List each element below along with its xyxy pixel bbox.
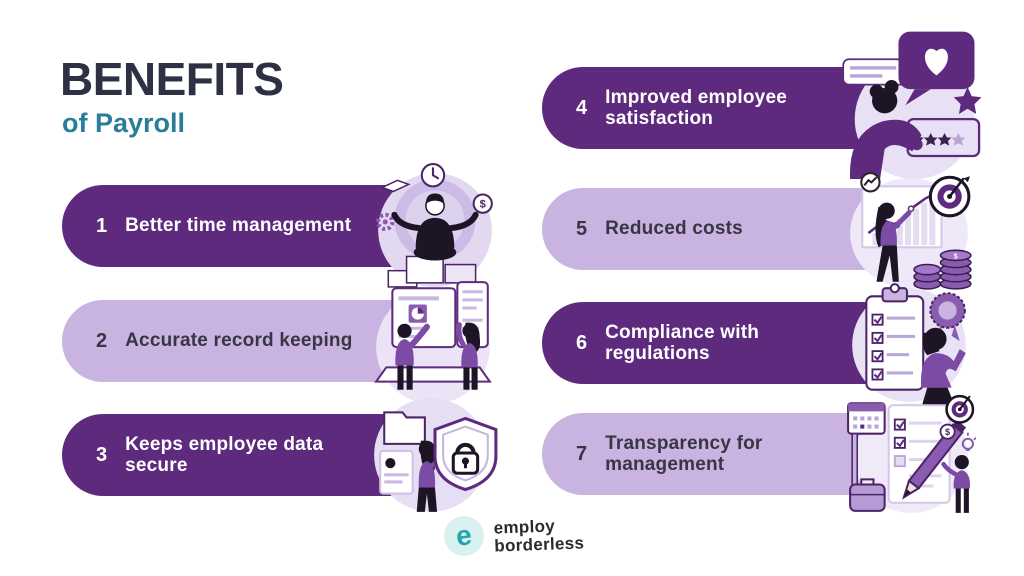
target-icon [945, 394, 975, 424]
coin-stacks: $ [913, 249, 972, 290]
briefcase-icon [849, 478, 886, 512]
benefit-label: Keeps employee data secure [125, 433, 324, 476]
benefit-row-1: 1 Better time management $ [62, 163, 502, 288]
checklist-page [887, 404, 951, 504]
benefit-label: Better time management [125, 215, 352, 237]
award-ribbon-icon [929, 292, 966, 341]
benefit-row-7: 7 Transparency for management [542, 394, 982, 513]
reduced-costs-illustration: $ [850, 172, 972, 290]
benefit-number: 2 [96, 329, 108, 352]
brand-footer: e employ borderless [444, 516, 585, 556]
benefit-number: 1 [96, 214, 108, 237]
lightbulb-icon [961, 432, 976, 451]
trend-badge-icon [860, 172, 881, 193]
benefit-label: Reduced costs [605, 218, 743, 240]
benefit-number: 6 [576, 331, 588, 354]
svg-text:$: $ [480, 199, 487, 211]
person [920, 327, 966, 408]
benefit-row-4: 4 Improved employee satisfaction [542, 31, 982, 179]
svg-text:$: $ [954, 252, 958, 260]
person-right [456, 322, 481, 390]
folder-icon [383, 411, 426, 445]
shield-lock-icon [433, 416, 498, 492]
compliance-illustration [852, 283, 966, 408]
person [941, 455, 971, 513]
brand-line2: borderless [493, 533, 585, 556]
employ-borderless-logo-icon: e [444, 516, 484, 556]
pencil-icon [902, 419, 967, 500]
dollar-coin-icon: $ [472, 193, 493, 214]
benefit-label: Improved employee satisfaction [605, 86, 787, 129]
meditating-person [391, 193, 479, 261]
benefit-row-5: 5 Reduced costs [542, 172, 982, 290]
benefit-label: Accurate record keeping [125, 330, 353, 352]
person [849, 79, 923, 179]
person [875, 202, 912, 282]
profile-card [379, 449, 414, 495]
benefit-label: Transparency for management [605, 432, 763, 475]
benefit-row-6: 6 Compliance with regulations [542, 283, 982, 408]
svg-text:$: $ [945, 427, 950, 437]
page-title: BENEFITS [60, 53, 284, 105]
heart-bubble-icon [898, 31, 975, 106]
benefit-number: 5 [576, 217, 588, 240]
benefit-label: Compliance with regulations [605, 321, 760, 364]
dollar-coin-icon: $ [939, 423, 956, 440]
person-left [395, 323, 430, 390]
laptop-base [374, 366, 492, 383]
monitor-screen [391, 287, 457, 349]
book-icon [380, 179, 411, 193]
chat-bubble [842, 58, 907, 86]
benefit-number: 4 [576, 96, 588, 119]
page-subtitle: of Payroll [62, 108, 186, 138]
target-icon [928, 175, 971, 218]
benefit-row-2: 2 Accurate record keeping [62, 281, 502, 404]
logo-e-glyph: e [454, 519, 474, 552]
employee-satisfaction-illustration [842, 31, 982, 179]
transparency-illustration: $ [847, 394, 976, 513]
clock-icon [420, 163, 446, 188]
data-security-illustration [374, 398, 498, 512]
brand-name: employ borderless [493, 517, 584, 556]
clipboard-checklist [865, 283, 925, 391]
star-icon [953, 86, 982, 114]
record-keeping-illustration [374, 281, 492, 404]
benefit-number: 7 [576, 442, 588, 465]
benefit-row-3: 3 Keeps employee data secure [62, 398, 502, 512]
benefit-number: 3 [96, 443, 108, 466]
meditating-person-clock-illustration: $ [376, 163, 493, 288]
